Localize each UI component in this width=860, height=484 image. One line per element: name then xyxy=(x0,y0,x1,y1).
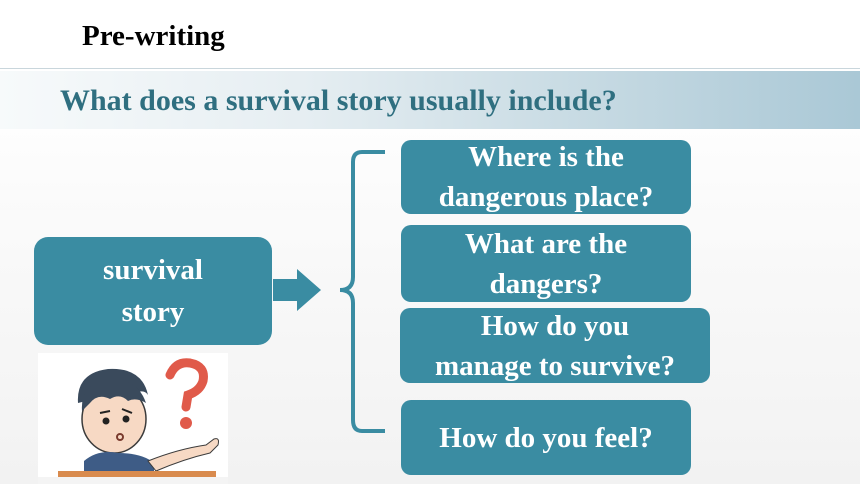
survival-story-box: survival story xyxy=(34,237,272,345)
title-divider xyxy=(0,68,860,69)
arrow-right-icon xyxy=(273,269,321,311)
question-line-1: Where is the xyxy=(468,141,624,173)
topic-line-1: survival xyxy=(103,254,203,286)
question-line-2: manage to survive? xyxy=(434,349,676,382)
question-box-dangers: What are the dangers? xyxy=(401,225,691,302)
question-box-place: Where is the dangerous place? xyxy=(401,140,691,214)
banner-question: What does a survival story usually inclu… xyxy=(60,84,617,117)
question-line-1: What are the xyxy=(464,227,628,260)
question-box-survive: How do you manage to survive? xyxy=(400,308,710,383)
question-line-2: dangers? xyxy=(489,267,603,300)
confused-boy-question-mark-icon xyxy=(38,353,228,484)
question-line-1: How do you xyxy=(480,309,630,342)
question-banner: What does a survival story usually inclu… xyxy=(0,71,860,129)
question-box-feel: How do you feel? xyxy=(401,400,691,475)
slide-title: Pre-writing xyxy=(82,20,225,52)
topic-line-2: story xyxy=(121,296,185,328)
question-line-1: How do you feel? xyxy=(439,421,653,454)
question-line-2: dangerous place? xyxy=(438,181,654,213)
left-brace-icon xyxy=(339,150,385,433)
